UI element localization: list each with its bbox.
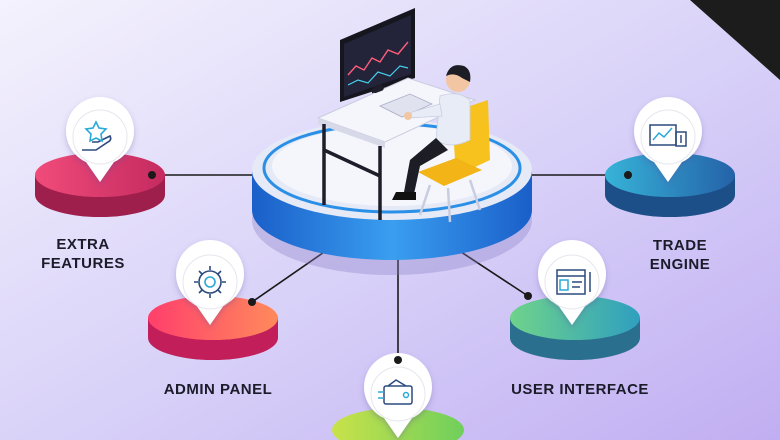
dot-trade — [624, 171, 632, 179]
platform-inner — [272, 126, 512, 206]
desk-edge — [318, 118, 385, 148]
monitor-display — [344, 15, 411, 97]
trading-chart-icon — [649, 124, 687, 147]
dashboard-ui-icon — [556, 269, 591, 295]
monitor-chart-line — [347, 41, 409, 76]
desk-leg-3 — [323, 148, 381, 178]
central-platform — [252, 120, 532, 275]
person-hand — [404, 112, 412, 120]
person-hair — [446, 65, 471, 82]
keyboard — [379, 93, 433, 118]
label-admin-panel: ADMIN PANEL — [163, 381, 273, 398]
pin-inner-admin — [182, 254, 238, 310]
connector-user-interface — [454, 247, 529, 297]
node-trade-engine — [605, 97, 735, 217]
trader-illustration — [316, 8, 490, 223]
pin-inner-extra — [72, 109, 128, 165]
dot-extra — [148, 171, 156, 179]
dot-bottom — [394, 356, 402, 364]
dot-admin — [248, 298, 256, 306]
node-extra-features — [35, 97, 165, 217]
wallet-circuit-icon — [378, 379, 413, 405]
connector-admin-panel — [251, 247, 331, 303]
pin-inner-trade — [640, 109, 696, 165]
dot-ui — [524, 292, 532, 300]
label-extra-features: EXTRA FEATURES — [41, 236, 125, 272]
node-bottom-feature — [332, 353, 464, 440]
hand-star-icon — [82, 120, 112, 151]
pin-inner-bottom — [370, 366, 426, 422]
person-torso — [435, 93, 471, 146]
person-shoe — [392, 192, 416, 200]
settings-gear-icon — [194, 266, 226, 298]
node-user-interface — [510, 240, 640, 360]
person-legs — [404, 138, 448, 194]
label-user-interface: USER INTERFACE — [511, 381, 649, 398]
corner-accent — [690, 0, 780, 80]
chair-seat — [418, 158, 482, 186]
node-admin-panel — [148, 240, 278, 360]
monitor-chart-line-2 — [347, 65, 409, 86]
chair-legs — [418, 179, 482, 223]
mouse — [372, 84, 384, 94]
label-trade-engine: TRADE ENGINE — [649, 237, 711, 273]
